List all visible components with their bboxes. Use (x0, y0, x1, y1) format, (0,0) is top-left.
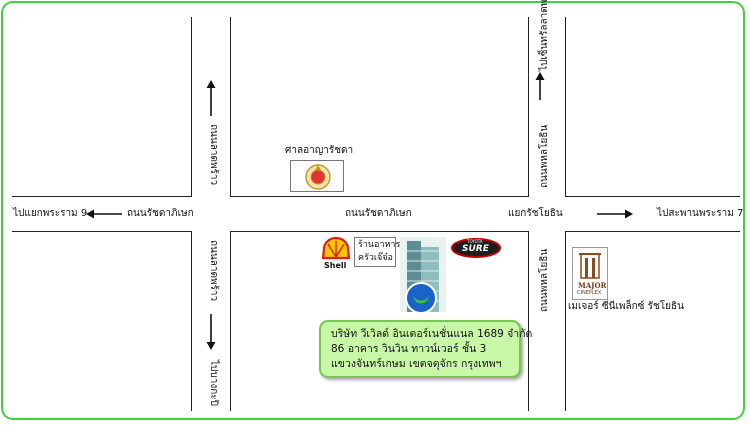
road-edge (528, 231, 529, 411)
arrow-left-icon (86, 209, 122, 219)
road-edge (230, 231, 231, 411)
court-label: ศาลอาญารัชดา (285, 145, 354, 156)
company-logo-icon (405, 282, 437, 314)
arrow-down-icon (206, 314, 216, 350)
restaurant-line2: ครัวเจ๊จ๋อ (358, 253, 393, 263)
road-edge (230, 196, 528, 197)
road-label-ratchada-left: ถนนรัชดาภิเษก (127, 208, 194, 219)
major-logo-box: MAJOR CINEPLEX (572, 247, 608, 300)
road-label-ratchada: ถนนรัชดาภิเษก (345, 208, 412, 219)
company-line1: บริษัท วีเวิลด์ อินเตอร์เนชั่นแนล 1689 จ… (331, 328, 533, 340)
sure-logo-icon (451, 238, 501, 258)
road-edge (230, 17, 231, 197)
major-logo-top: MAJOR (578, 281, 607, 290)
road-edge (565, 196, 740, 197)
direction-rama9: ไปแยกพระราม 9 (13, 208, 88, 219)
road-edge (230, 231, 528, 232)
arrow-up-icon (206, 80, 216, 116)
arrow-right-icon (597, 209, 633, 219)
direction-rama7-bridge: ไปสะพานพระราม 7 (657, 208, 744, 219)
road-edge (565, 17, 566, 197)
shell-text: Shell (324, 261, 347, 270)
sure-brand-top: TOYOTA (467, 239, 483, 244)
company-line2: 86 อาคาร วินวิน ทาวน์เวอร์ ชั้น 3 (331, 343, 487, 355)
company-line3: แขวงจันทร์เกษม เขตจตุจักร กรุงเทพฯ (331, 358, 502, 370)
major-logo-icon (579, 253, 601, 279)
court-emblem-icon (305, 164, 331, 190)
restaurant-box: ร้านอาหาร ครัวเจ๊จ๋อ (354, 237, 400, 267)
junction-ratchayothin: แยกรัชโยธิน (508, 208, 563, 219)
road-edge (12, 231, 191, 232)
road-edge (565, 231, 740, 232)
direction-central-ladprao: ไปเซ็นทรัลลาดพร้าว (539, 0, 550, 71)
road-label-lat-phrao-upper: ถนนลาดพร้าว (208, 124, 219, 186)
road-edge (191, 231, 192, 411)
court-emblem-box (290, 160, 344, 192)
major-logo-bottom: CINEPLEX (577, 290, 602, 296)
road-edge (528, 17, 529, 197)
road-edge (12, 196, 191, 197)
restaurant-line1: ร้านอาหาร (358, 240, 401, 250)
direction-bangkapi: ไปบางกะปิ (208, 360, 219, 406)
road-edge (565, 231, 566, 411)
road-label-lat-phrao-lower: ถนนลาดพร้าว (208, 240, 219, 302)
arrow-up-icon (535, 72, 545, 100)
shell-logo-icon (321, 236, 351, 260)
road-edge (191, 17, 192, 197)
sure-brand: SURE (462, 244, 489, 254)
major-caption: เมเจอร์ ซีนีเพล็กซ์ รัชโยธิน (568, 301, 684, 312)
road-label-phahon-lower: ถนนพหลโยธิน (539, 248, 550, 312)
road-label-phahon-upper: ถนนพหลโยธิน (539, 124, 550, 188)
company-info-box: บริษัท วีเวิลด์ อินเตอร์เนชั่นแนล 1689 จ… (319, 320, 533, 378)
